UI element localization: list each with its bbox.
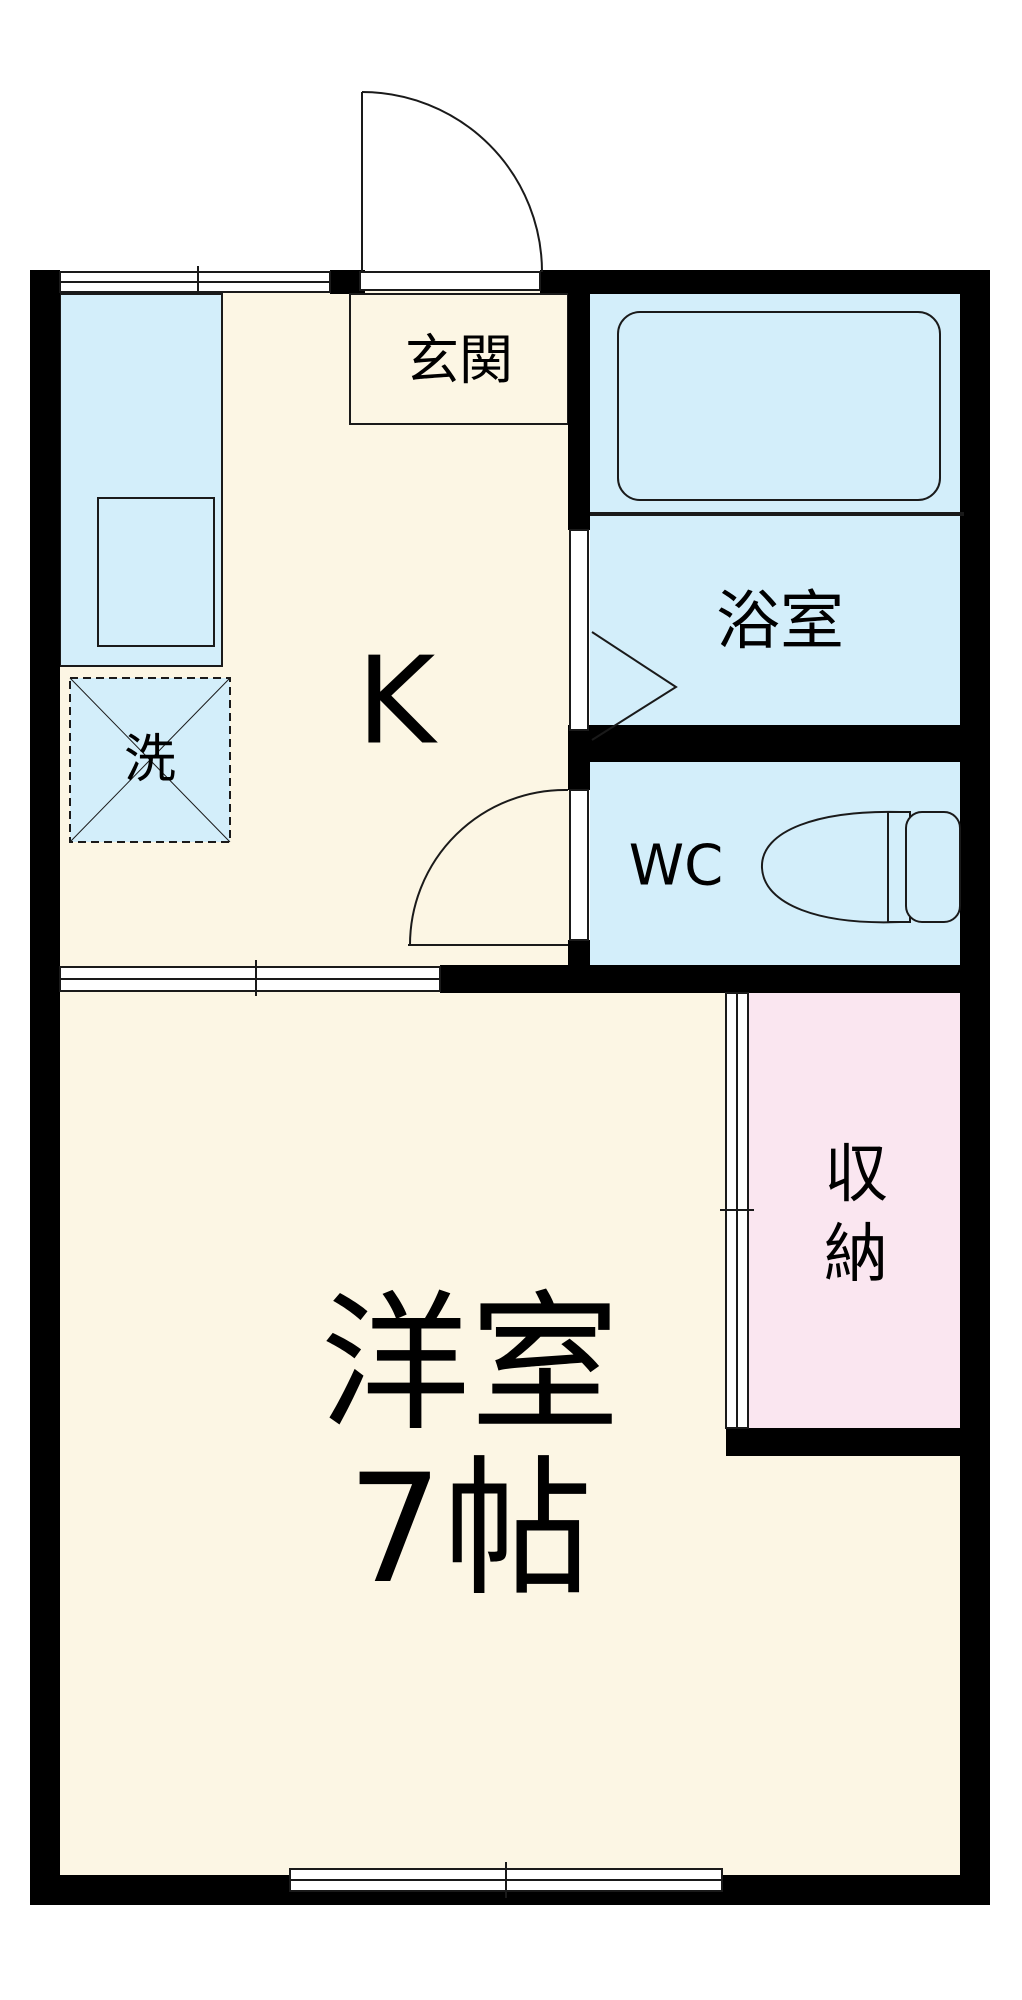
wc-label: WC [629,834,723,899]
kitchen-label: K [357,633,439,772]
storage-walls [720,992,970,1456]
toilet [760,810,961,924]
storage-floor [748,993,964,1428]
storage-label-1: 収 [824,1138,888,1212]
window-top [59,266,331,293]
bath-label: 浴室 [716,585,844,659]
outer-walls [30,270,990,1905]
western-room-label: 洋室 [320,1278,620,1452]
window-bottom [289,1862,723,1898]
wc-door [408,788,589,946]
washer-label: 洗 [124,730,176,790]
sink-basin [97,497,215,647]
bathtub [590,311,964,516]
bath-door [569,529,678,741]
interior-wall [59,960,570,996]
western-room-size: 7帖 [347,1443,592,1617]
entrance-door [359,91,543,291]
washer-space [69,677,231,843]
genkan-area [349,293,569,425]
genkan-label: 玄関 [405,329,513,392]
storage-label-2: 納 [824,1218,888,1292]
